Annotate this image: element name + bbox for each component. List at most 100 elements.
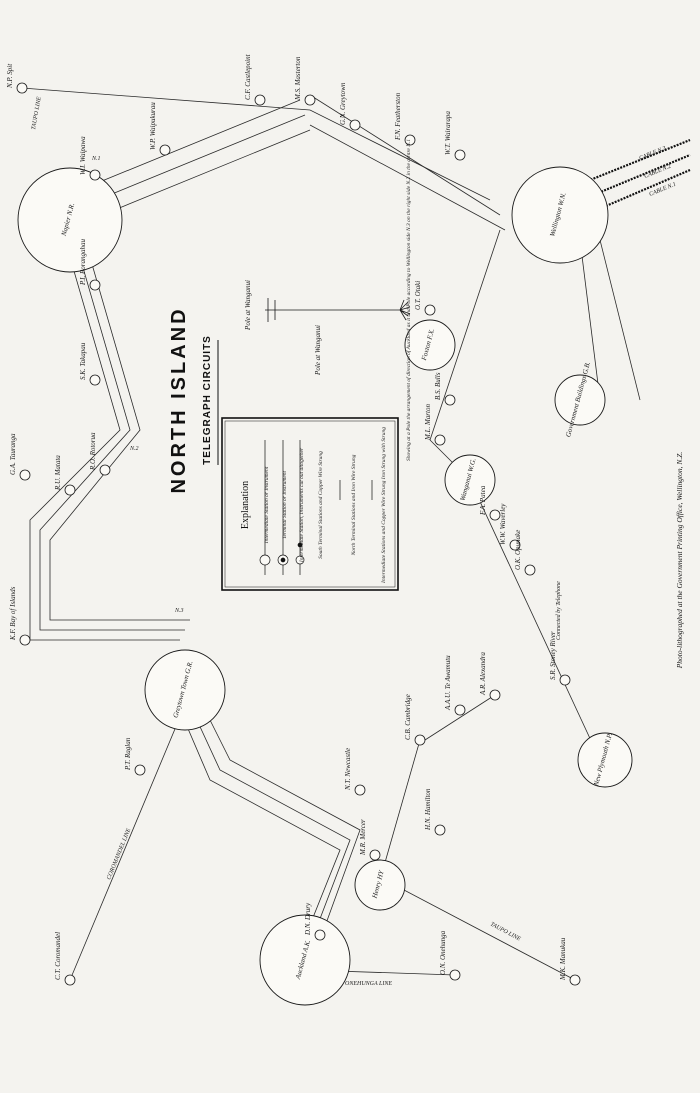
station-marker	[559, 674, 571, 686]
wellington-foxton-line	[429, 229, 501, 441]
hub-auckland	[259, 914, 351, 1006]
station-label: M.R. Mercer	[359, 819, 367, 856]
station-label: R.O. Rotorua	[89, 432, 97, 471]
onehunga-line-label: ONEHUNGA LINE	[345, 981, 392, 987]
station-label: B.S. Bulls	[434, 372, 442, 400]
station-marker	[64, 974, 76, 986]
station-marker	[434, 824, 446, 836]
cable-label-1: CABLE N.1	[649, 182, 678, 198]
station-marker	[304, 94, 316, 106]
wanganui-southern	[469, 479, 601, 761]
station-marker	[64, 484, 76, 496]
napier-south-2	[39, 239, 185, 631]
cable-label-2: CABLE N.2	[644, 164, 673, 180]
trunk-wire-1	[21, 87, 491, 201]
station-label: S.R. Stoney River	[549, 631, 557, 680]
station-label: N.T. Newcastle	[344, 748, 352, 791]
station-label: H.N. Hamilton	[424, 788, 432, 831]
station-marker	[569, 974, 581, 986]
station-marker	[369, 849, 381, 861]
napier-masterton-1	[79, 99, 301, 191]
station-label: W.P. Waipukurau	[149, 102, 157, 150]
station-marker	[349, 119, 361, 131]
station-label: R.U. Matata	[54, 455, 62, 491]
station-label: O.K. Opunake	[514, 530, 522, 570]
station-label: O.N. Onehunga	[439, 930, 447, 975]
wellington-govt-line-2	[599, 239, 641, 401]
cambridge-branch	[379, 739, 421, 881]
station-marker	[354, 784, 366, 796]
station-marker	[414, 734, 426, 746]
station-marker	[489, 509, 501, 521]
station-marker	[489, 689, 501, 701]
hub-greytown-town	[144, 649, 226, 731]
napier-south-3	[49, 239, 190, 621]
pole-diagram	[265, 298, 411, 322]
station-label: P.T. Raglan	[124, 737, 132, 771]
greytown-auckland-3	[179, 709, 341, 951]
map-subtitle: TELEGRAPH CIRCUITS	[202, 335, 213, 465]
station-label: C.T. Coromandel	[54, 932, 62, 980]
alexandra-branch	[424, 694, 496, 741]
hub-wellington	[511, 166, 609, 264]
station-marker	[444, 394, 456, 406]
station-marker	[434, 434, 446, 446]
station-label: M.S. Masterton	[294, 56, 302, 101]
station-marker	[159, 144, 171, 156]
hub-wanganui	[444, 454, 496, 506]
legend-item-2: Terminal Station or Instrument	[282, 470, 288, 539]
legend-heading: Explanation	[240, 481, 251, 529]
taupo-line-label-top: TAUPO LINE	[31, 96, 43, 130]
station-marker	[19, 469, 31, 481]
hub-napier	[17, 167, 123, 273]
station-marker	[16, 82, 28, 94]
hub-henry	[354, 859, 406, 911]
station-label: G.N. Greytown	[339, 82, 347, 125]
station-label: W.T. Wairarapa	[444, 111, 452, 155]
station-label: M.L. Marton	[424, 404, 432, 441]
station-label: G.A. Tauranga	[9, 433, 17, 475]
station-label: A.A.U. Te Awamutu	[444, 655, 452, 711]
station-label: A.R. Alexandra	[479, 652, 487, 696]
pole-label-top: Pole at Wanganui	[244, 280, 252, 331]
station-marker	[314, 929, 326, 941]
legend-item-1: Intermediate Station or Instrument	[264, 466, 270, 544]
napier-masterton-3	[89, 129, 311, 221]
legend-symbols	[259, 440, 373, 575]
station-marker	[424, 304, 436, 316]
coromandel-line	[69, 704, 186, 981]
trunk-wire-3	[309, 124, 506, 231]
station-marker	[89, 374, 101, 386]
station-marker	[89, 279, 101, 291]
station-label: W.W. Waverley	[499, 503, 507, 545]
station-marker	[454, 704, 466, 716]
station-marker	[449, 969, 461, 981]
cable-label-3: CABLE N.3	[639, 146, 668, 162]
wire-label-2: N.2	[129, 446, 139, 452]
station-label: C.F. Castlepoint	[244, 53, 252, 100]
telephone-note: Connected by Telephone	[556, 581, 562, 640]
legend-item-5: North Terminal Stations and Iron Wire St…	[351, 454, 357, 556]
station-label: O.T. Otaki	[414, 281, 422, 310]
station-label: K.F. Bay of Islands	[9, 586, 17, 641]
station-label: W.I. Waipawa	[79, 136, 87, 175]
legend-item-6: Intermediate Stations and Copper Wire St…	[381, 427, 387, 584]
wire-label-1: N.1	[91, 156, 101, 162]
pole-label-bottom: Pole at Wanganui	[314, 325, 322, 376]
map-title: NORTH ISLAND	[168, 306, 190, 493]
legend-item-3: Intermediate Station, Instruments cut ou…	[299, 447, 305, 563]
station-marker	[99, 464, 111, 476]
greytown-auckland-1	[199, 699, 361, 941]
station-marker	[509, 539, 521, 551]
hub-foxton	[404, 319, 456, 371]
greytown-auckland-2	[189, 704, 351, 946]
legend-box	[221, 417, 399, 591]
station-label: M.K. Manukau	[559, 937, 567, 981]
napier-masterton-2	[84, 114, 306, 206]
station-marker	[454, 149, 466, 161]
pole-note: Showing at a Pole the arrangement of dir…	[405, 139, 412, 461]
station-label: N.P. Spit	[6, 63, 14, 89]
station-marker	[89, 169, 101, 181]
trunk-wire-2	[309, 94, 501, 216]
